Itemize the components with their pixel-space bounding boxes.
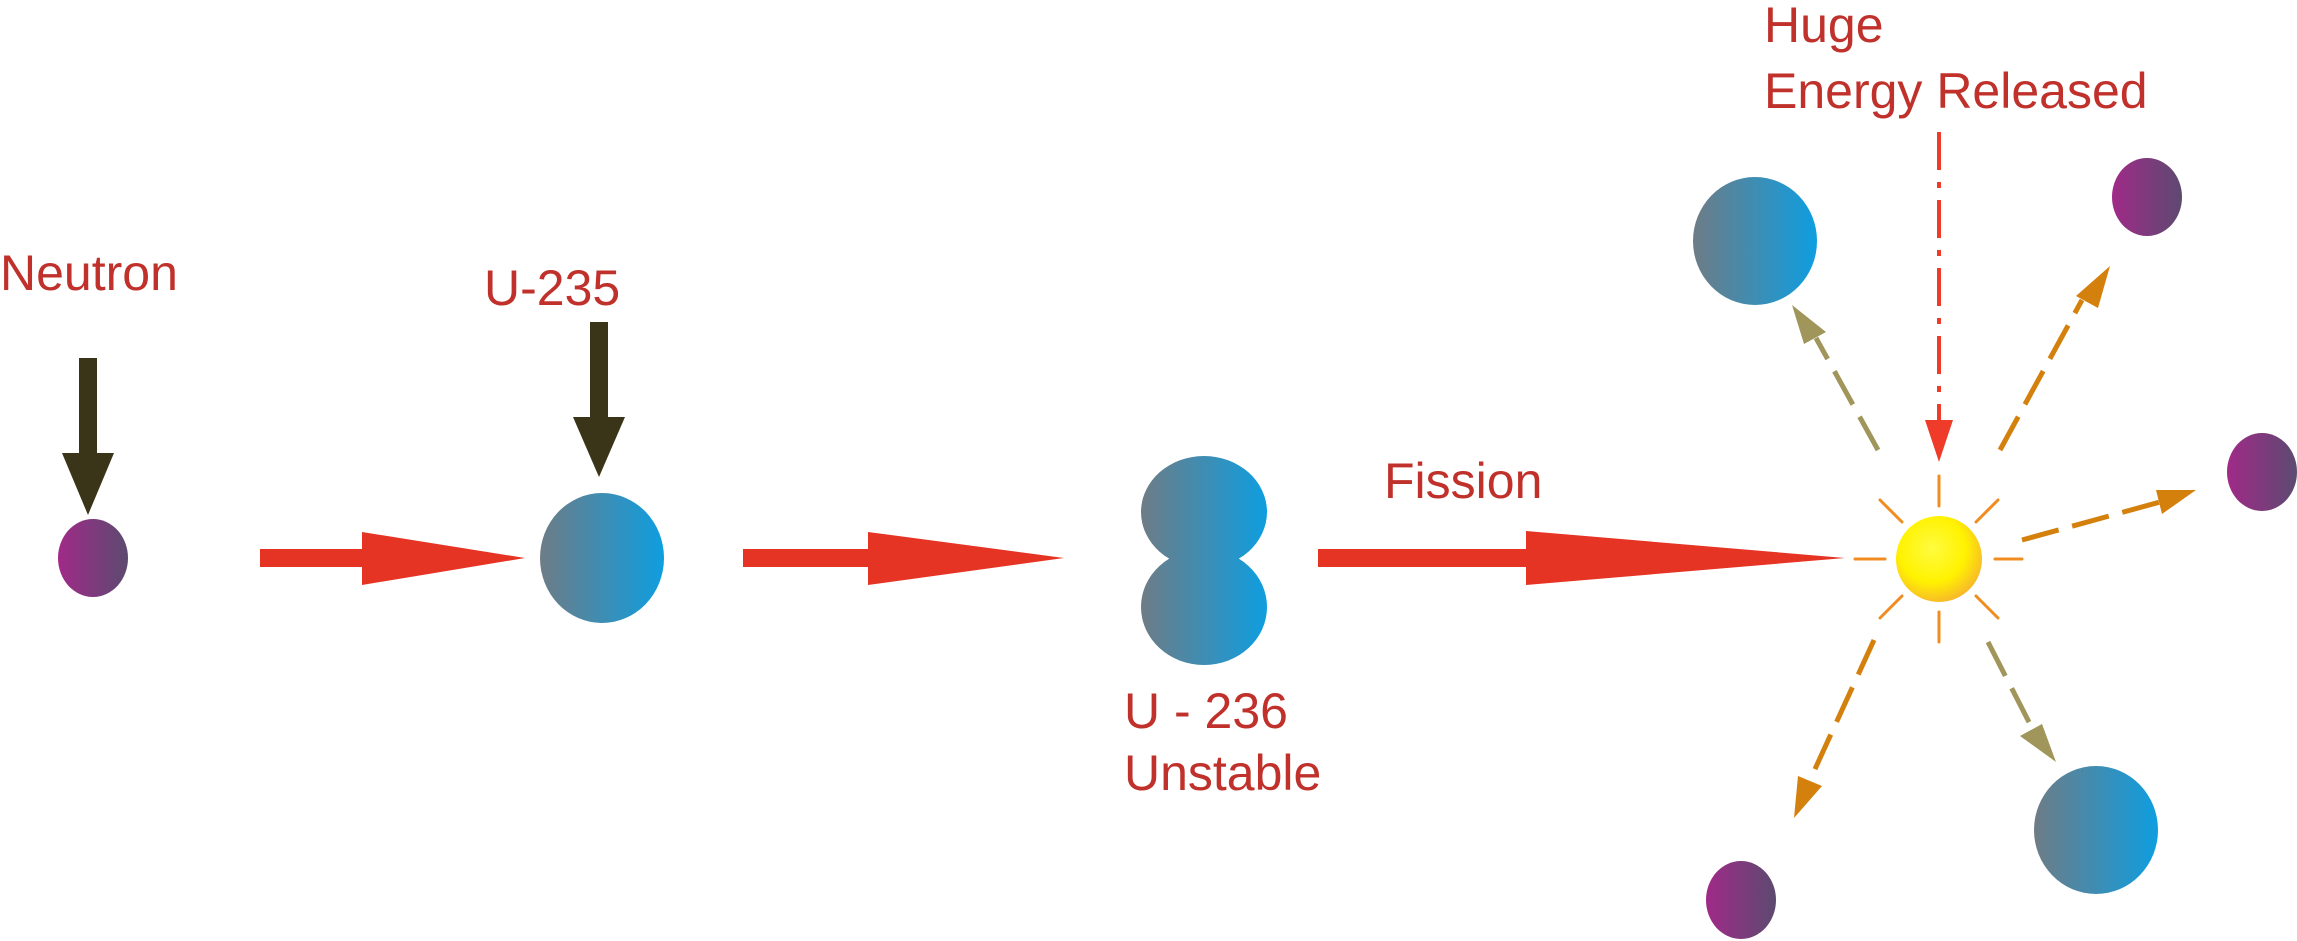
u235-nucleus	[540, 493, 664, 623]
u236-label-line1: U - 236	[1124, 683, 1288, 739]
energy-rays	[1853, 474, 2024, 644]
fission-label: Fission	[1384, 453, 1542, 509]
energy-label-line2: Energy Released	[1764, 63, 2148, 119]
u236-nucleus	[1141, 456, 1267, 665]
released-neutron-lower-left	[1706, 861, 1776, 939]
fragment-arrow-right	[2021, 490, 2196, 543]
fragment-arrow-upper-right	[1997, 266, 2110, 452]
neutron-indicator-arrow	[62, 358, 114, 515]
energy-dashed-arrow	[1925, 132, 1953, 462]
neutron-label: Neutron	[0, 245, 178, 301]
process-arrow-1	[260, 532, 525, 585]
fragment-arrow-lower-left	[1794, 638, 1877, 818]
fission-product-nucleus-upper	[1693, 177, 1817, 305]
fragment-arrow-upper-left	[1792, 305, 1881, 452]
fission-arrow	[1318, 531, 1845, 585]
energy-core	[1896, 516, 1982, 602]
u235-label: U-235	[484, 260, 620, 316]
released-neutron-right	[2227, 433, 2297, 511]
u236-label-line2: Unstable	[1124, 745, 1321, 801]
released-neutron-upper-right	[2112, 158, 2182, 236]
process-arrow-2	[743, 532, 1064, 585]
fission-product-nucleus-lower	[2034, 766, 2158, 894]
u235-indicator-arrow	[573, 322, 625, 477]
incoming-neutron	[58, 519, 128, 597]
fragment-arrow-lower-right	[1985, 640, 2056, 762]
energy-label-line1: Huge	[1764, 0, 1884, 53]
